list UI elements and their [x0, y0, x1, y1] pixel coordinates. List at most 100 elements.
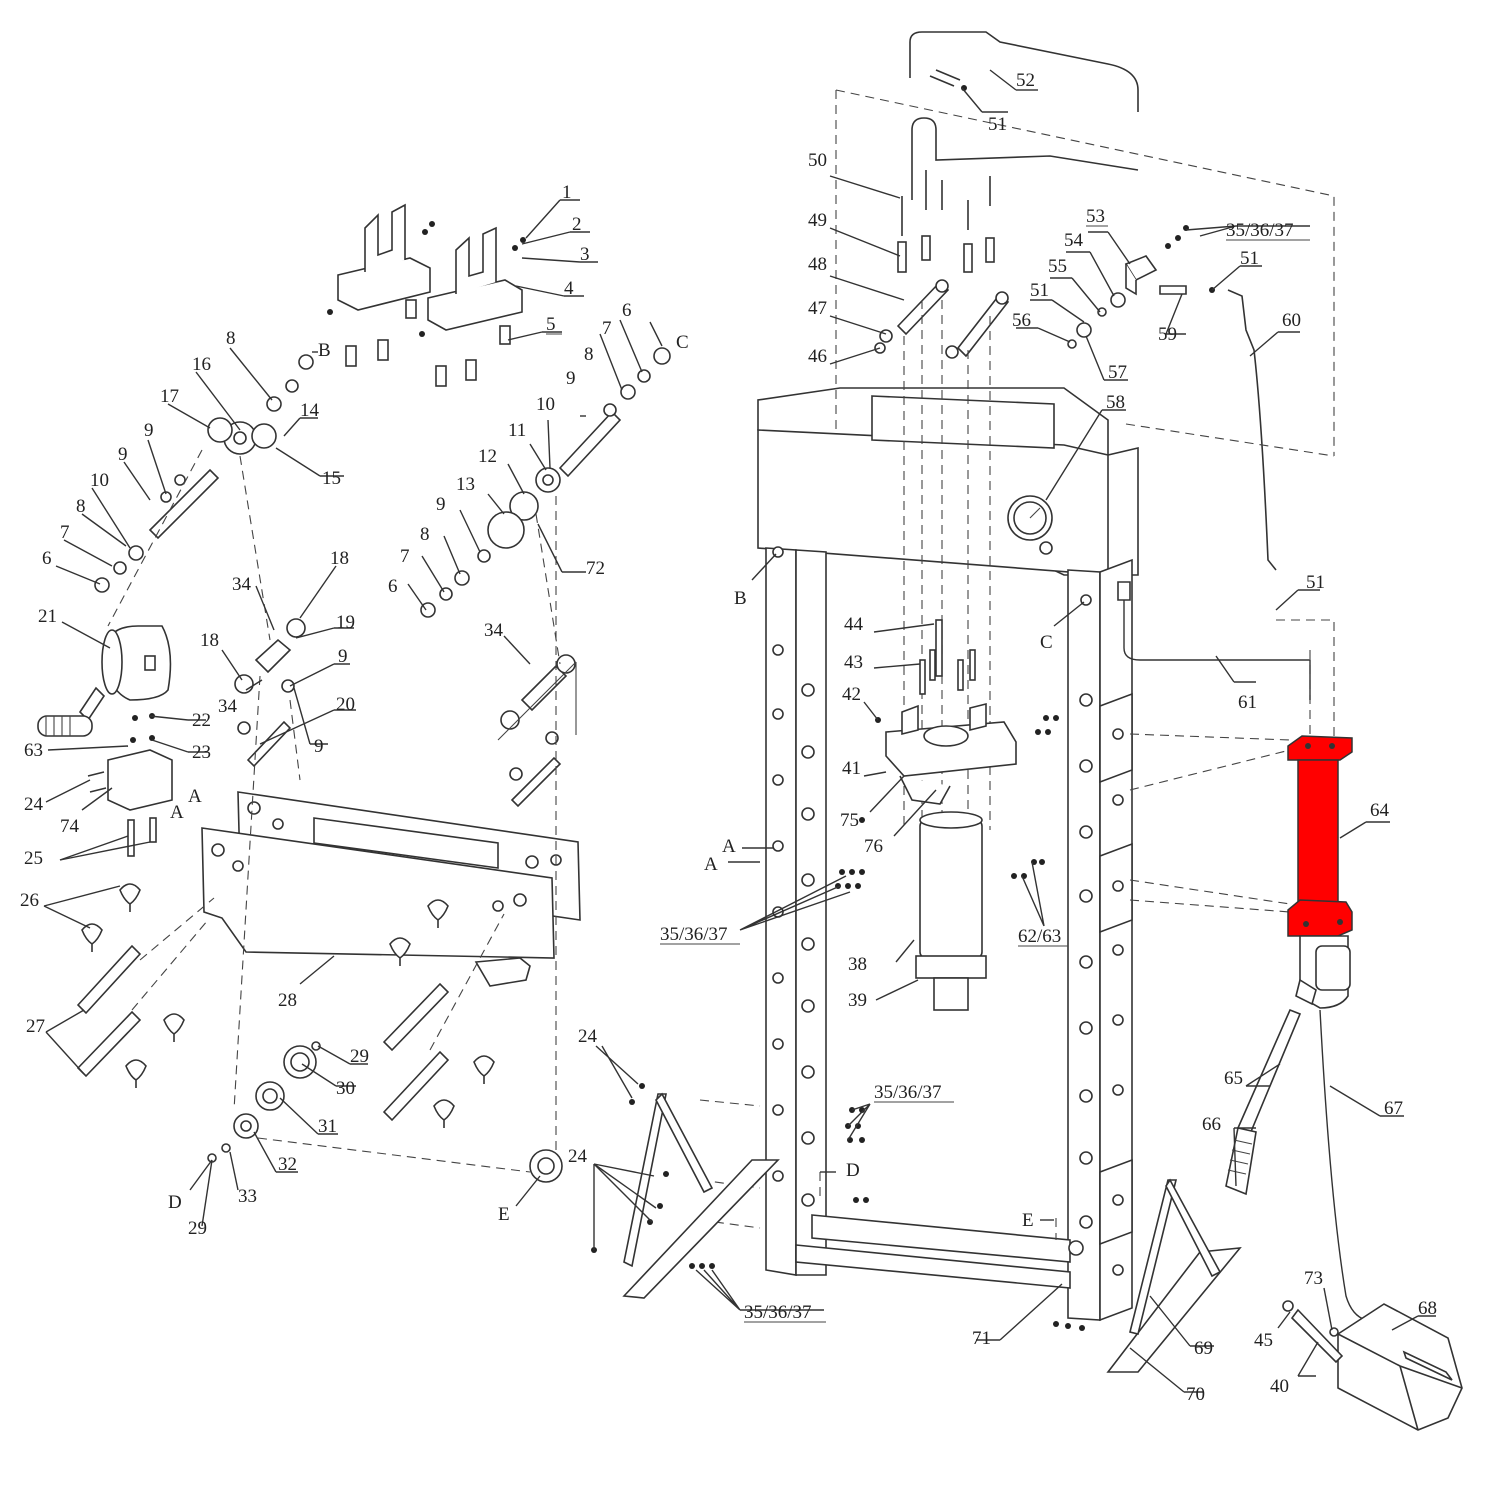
callout-11: 11 [508, 420, 526, 441]
top-tubes-and-bolts [874, 31, 1139, 359]
callout-5: 5 [546, 314, 556, 335]
callout-65: 65 [1224, 1068, 1243, 1089]
callout-E: E [498, 1204, 510, 1225]
pump-body-and-handle [1225, 935, 1367, 1321]
callout-31: 31 [318, 1116, 337, 1137]
callout-66: 66 [1202, 1114, 1221, 1135]
pressure-gauge [1007, 495, 1053, 555]
callout-7: 7 [602, 318, 612, 339]
callout-55: 55 [1048, 256, 1067, 277]
callout-3: 3 [580, 244, 590, 265]
callout-labels: 1 2 3 4 5 8 B 16 17 14 15 9 9 10 8 7 6 6… [20, 70, 1437, 1405]
callout-54: 54 [1064, 230, 1084, 251]
callout-13: 13 [456, 474, 475, 495]
v-block-supports [327, 203, 526, 387]
ram-assembly [859, 619, 1017, 1011]
callout-68: 68 [1418, 1298, 1437, 1319]
callout-22: 22 [192, 710, 211, 731]
foot-pedal-and-feet [591, 1083, 1463, 1431]
callout-C: C [676, 332, 689, 353]
callout-24: 24 [578, 1026, 598, 1047]
callout-28: 28 [278, 990, 297, 1011]
callout-6: 6 [388, 576, 398, 597]
callout-47: 47 [808, 298, 827, 319]
callout-29: 29 [188, 1218, 207, 1239]
callout-32: 32 [278, 1154, 297, 1175]
callout-26: 26 [20, 890, 39, 911]
callout-4: 4 [564, 278, 574, 299]
label-underlines [546, 89, 1310, 1323]
callout-67: 67 [1384, 1098, 1403, 1119]
callout-18: 18 [200, 630, 219, 651]
callout-43: 43 [844, 652, 863, 673]
callout-10: 10 [536, 394, 555, 415]
callout-34: 34 [484, 620, 504, 641]
callout-50: 50 [808, 150, 827, 171]
valve-block-parts [1067, 225, 1277, 571]
callout-51: 51 [1240, 248, 1259, 269]
pump-cylinder-highlighted [1287, 735, 1353, 937]
callout-61: 61 [1238, 692, 1257, 713]
callout-12: 12 [478, 446, 497, 467]
callout-A: A [188, 786, 202, 807]
callout-76: 76 [864, 836, 883, 857]
callout-44: 44 [844, 614, 864, 635]
callout-16: 16 [192, 354, 211, 375]
callout-49: 49 [808, 210, 827, 231]
callout-71: 71 [972, 1328, 991, 1349]
winch-drum-assembly [37, 625, 173, 857]
callout-D: D [168, 1192, 182, 1213]
callout-63: 63 [24, 740, 43, 761]
lower-pulley-parts [207, 1041, 563, 1183]
callout-8: 8 [76, 496, 86, 517]
callout-42: 42 [842, 684, 861, 705]
callout-51: 51 [1306, 572, 1325, 593]
callout-25: 25 [24, 848, 43, 869]
callout-39: 39 [848, 990, 867, 1011]
callout-6: 6 [42, 548, 52, 569]
pulley-and-shaft-parts [94, 347, 671, 808]
callout-9: 9 [566, 368, 576, 389]
callout-34: 34 [218, 696, 238, 717]
callout-30: 30 [336, 1078, 355, 1099]
callout-52: 52 [1016, 70, 1035, 91]
callout-62-63: 62/63 [1018, 926, 1061, 947]
callout-D: D [846, 1160, 860, 1181]
callout-23: 23 [192, 742, 211, 763]
callout-57: 57 [1108, 362, 1127, 383]
callout-A: A [722, 836, 736, 857]
callout-27: 27 [26, 1016, 45, 1037]
callout-72: 72 [586, 558, 605, 579]
callout-20: 20 [336, 694, 355, 715]
callout-E: E [1022, 1210, 1034, 1231]
callout-69: 69 [1194, 1338, 1213, 1359]
leader-lines [43, 69, 1436, 1393]
callout-35-36-37: 35/36/37 [1226, 220, 1294, 241]
callout-7: 7 [400, 546, 410, 567]
callout-15: 15 [322, 468, 341, 489]
callout-48: 48 [808, 254, 827, 275]
callout-9: 9 [314, 736, 324, 757]
callout-9: 9 [144, 420, 154, 441]
callout-53: 53 [1086, 206, 1105, 227]
callout-1: 1 [562, 182, 572, 203]
callout-38: 38 [848, 954, 867, 975]
callout-74: 74 [60, 816, 80, 837]
callout-45: 45 [1254, 1330, 1273, 1351]
callout-B: B [734, 588, 747, 609]
callout-2: 2 [572, 214, 582, 235]
callout-7: 7 [60, 522, 70, 543]
callout-56: 56 [1012, 310, 1031, 331]
callout-51: 51 [1030, 280, 1049, 301]
callout-9: 9 [338, 646, 348, 667]
callout-35-36-37: 35/36/37 [660, 924, 728, 945]
callout-33: 33 [238, 1186, 257, 1207]
callout-17: 17 [160, 386, 179, 407]
callout-A: A [704, 854, 718, 875]
callout-10: 10 [90, 470, 109, 491]
callout-14: 14 [300, 400, 320, 421]
callout-18: 18 [330, 548, 349, 569]
callout-75: 75 [840, 810, 859, 831]
